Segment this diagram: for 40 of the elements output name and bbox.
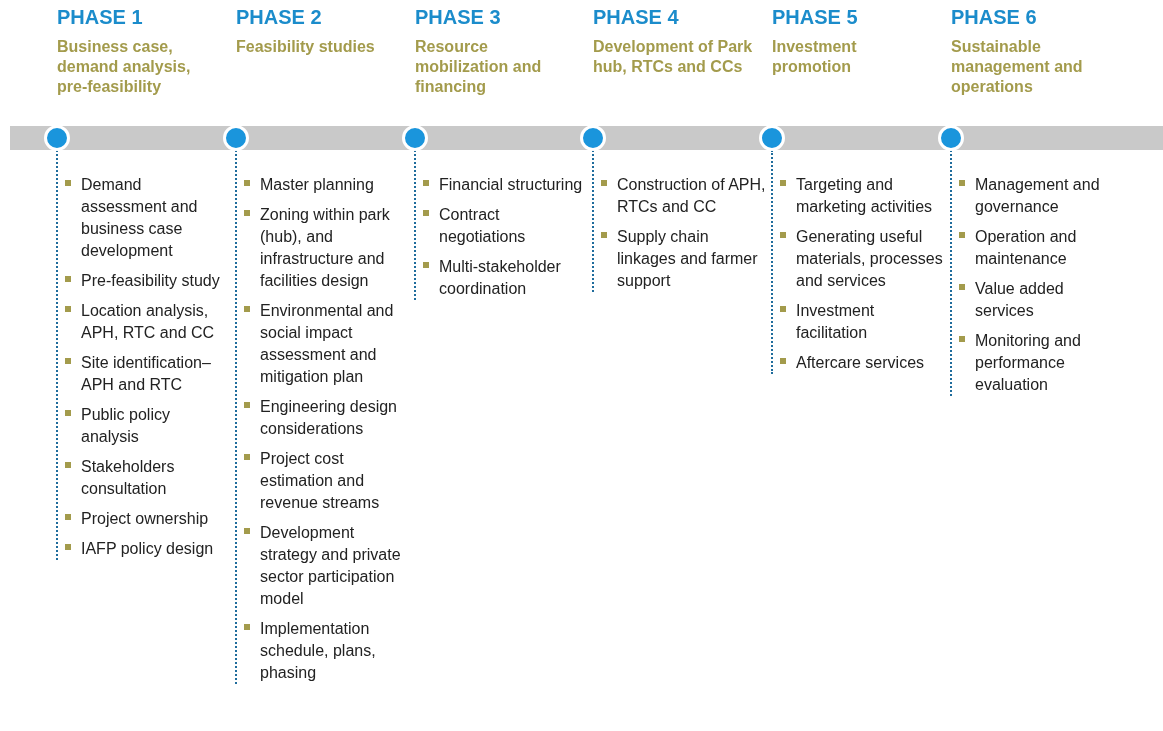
list-item: Project ownership — [81, 509, 210, 529]
list-item: Investment facilitation — [796, 301, 876, 343]
list-item: Aftercare services — [796, 353, 926, 373]
list-item: Targeting and marketing activities — [796, 175, 934, 217]
list-item: Development strategy and private sector participation model — [260, 523, 402, 609]
list-item: IAFP policy design — [81, 539, 215, 559]
list-item: Demand assessment and business case development — [81, 175, 199, 261]
list-item: Engineering design considerations — [260, 397, 398, 439]
list-item: Value added services — [975, 279, 1065, 321]
list-item: Project cost estimation and revenue streams — [260, 449, 381, 513]
phase-heading: PHASE 5 — [772, 6, 858, 29]
list-item: Master planning — [260, 175, 375, 195]
list-item: Construction of APH, RTCs and CC — [617, 175, 766, 217]
list-item: Location analysis, APH, RTC and CC — [81, 301, 216, 343]
list-item: Supply chain linkages and farmer support — [617, 227, 759, 291]
list-item: Pre-feasibility study — [81, 271, 221, 291]
list-item: Public policy analysis — [81, 405, 171, 447]
list-item: Environmental and social impact assessment and mitigation plan — [260, 301, 395, 387]
phase-subtitle: Resource mobilization and financing — [415, 37, 543, 97]
list-item: Operation and maintenance — [975, 227, 1078, 269]
list-item: Site identification– APH and RTC — [81, 353, 212, 395]
list-item: Multi-stakeholder coordination — [439, 257, 562, 299]
phase-subtitle: Development of Park hub, RTCs and CCs — [593, 37, 753, 77]
phase-heading: PHASE 4 — [593, 6, 679, 29]
list-item: Zoning within park (hub), and infrastructure and facilities design — [260, 205, 391, 291]
phase-subtitle: Investment promotion — [772, 37, 858, 77]
phase-heading: PHASE 2 — [236, 6, 322, 29]
list-item: Contract negotiations — [439, 205, 527, 247]
list-item: Financial structuring — [439, 175, 584, 195]
list-item: Stakeholders consultation — [81, 457, 176, 499]
list-item: Monitoring and performance evaluation — [975, 331, 1082, 395]
phase-heading: PHASE 3 — [415, 6, 501, 29]
phase-heading: PHASE 6 — [951, 6, 1037, 29]
phase-subtitle: Sustainable management and operations — [951, 37, 1084, 97]
list-item: Generating useful materials, processes and services — [796, 227, 944, 291]
phase-subtitle: Business case, demand analysis, pre-feasibility — [57, 37, 192, 97]
phase-subtitle: Feasibility studies — [236, 37, 376, 57]
list-item: Management and governance — [975, 175, 1101, 217]
phase-heading: PHASE 1 — [57, 6, 143, 29]
list-item: Implementation schedule, plans, phasing — [260, 619, 377, 683]
